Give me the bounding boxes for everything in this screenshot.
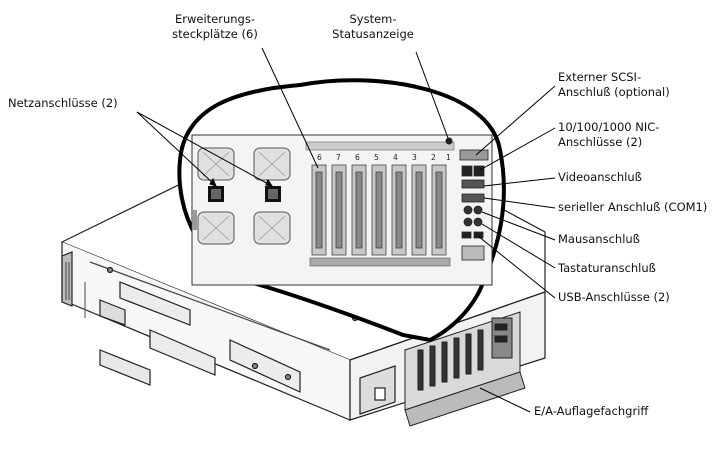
slot-number: 5 <box>374 153 379 162</box>
label-externer-scsi: Externer SCSI- Anschluß (optional) <box>558 70 670 99</box>
slot-number: 6 <box>355 153 360 162</box>
slot-number: 6 <box>317 153 322 162</box>
slot-numbers: 6 7 6 5 4 3 2 1 <box>317 153 451 162</box>
label-mausanschluss: Mausanschluß <box>558 232 640 246</box>
io-ports <box>459 149 489 261</box>
slot-number: 2 <box>431 153 436 162</box>
label-serieller-anschluss: serieller Anschluß (COM1) <box>558 200 708 214</box>
slot-number: 4 <box>393 153 398 162</box>
slot-number: 7 <box>336 153 341 162</box>
slot-number: 3 <box>412 153 417 162</box>
chassis-rear-io <box>404 311 526 427</box>
label-videoanschluss: Videoanschluß <box>558 170 642 184</box>
slot-number: 1 <box>446 153 451 162</box>
rear-panel-zoom: 6 7 6 5 4 3 2 1 <box>191 134 493 286</box>
fan-grilles <box>197 147 291 245</box>
label-netzanschluesse: Netzanschlüsse (2) <box>8 96 118 110</box>
status-indicator <box>445 137 453 145</box>
power-connectors <box>208 186 281 202</box>
label-system-statusanzeige: System- Statusanzeige <box>332 12 414 41</box>
label-tastaturanschluss: Tastaturanschluß <box>558 261 656 275</box>
label-erweiterungssteckplaetze: Erweiterungs- steckplätze (6) <box>172 12 258 41</box>
label-usb-anschluesse: USB-Anschlüsse (2) <box>558 290 670 304</box>
label-ea-auflagefachgriff: E/A-Auflagefachgriff <box>534 404 649 418</box>
expansion-slots <box>311 164 447 256</box>
leader-lines <box>136 47 556 413</box>
label-nic-anschluesse: 10/100/1000 NIC- Anschlüsse (2) <box>558 120 660 149</box>
